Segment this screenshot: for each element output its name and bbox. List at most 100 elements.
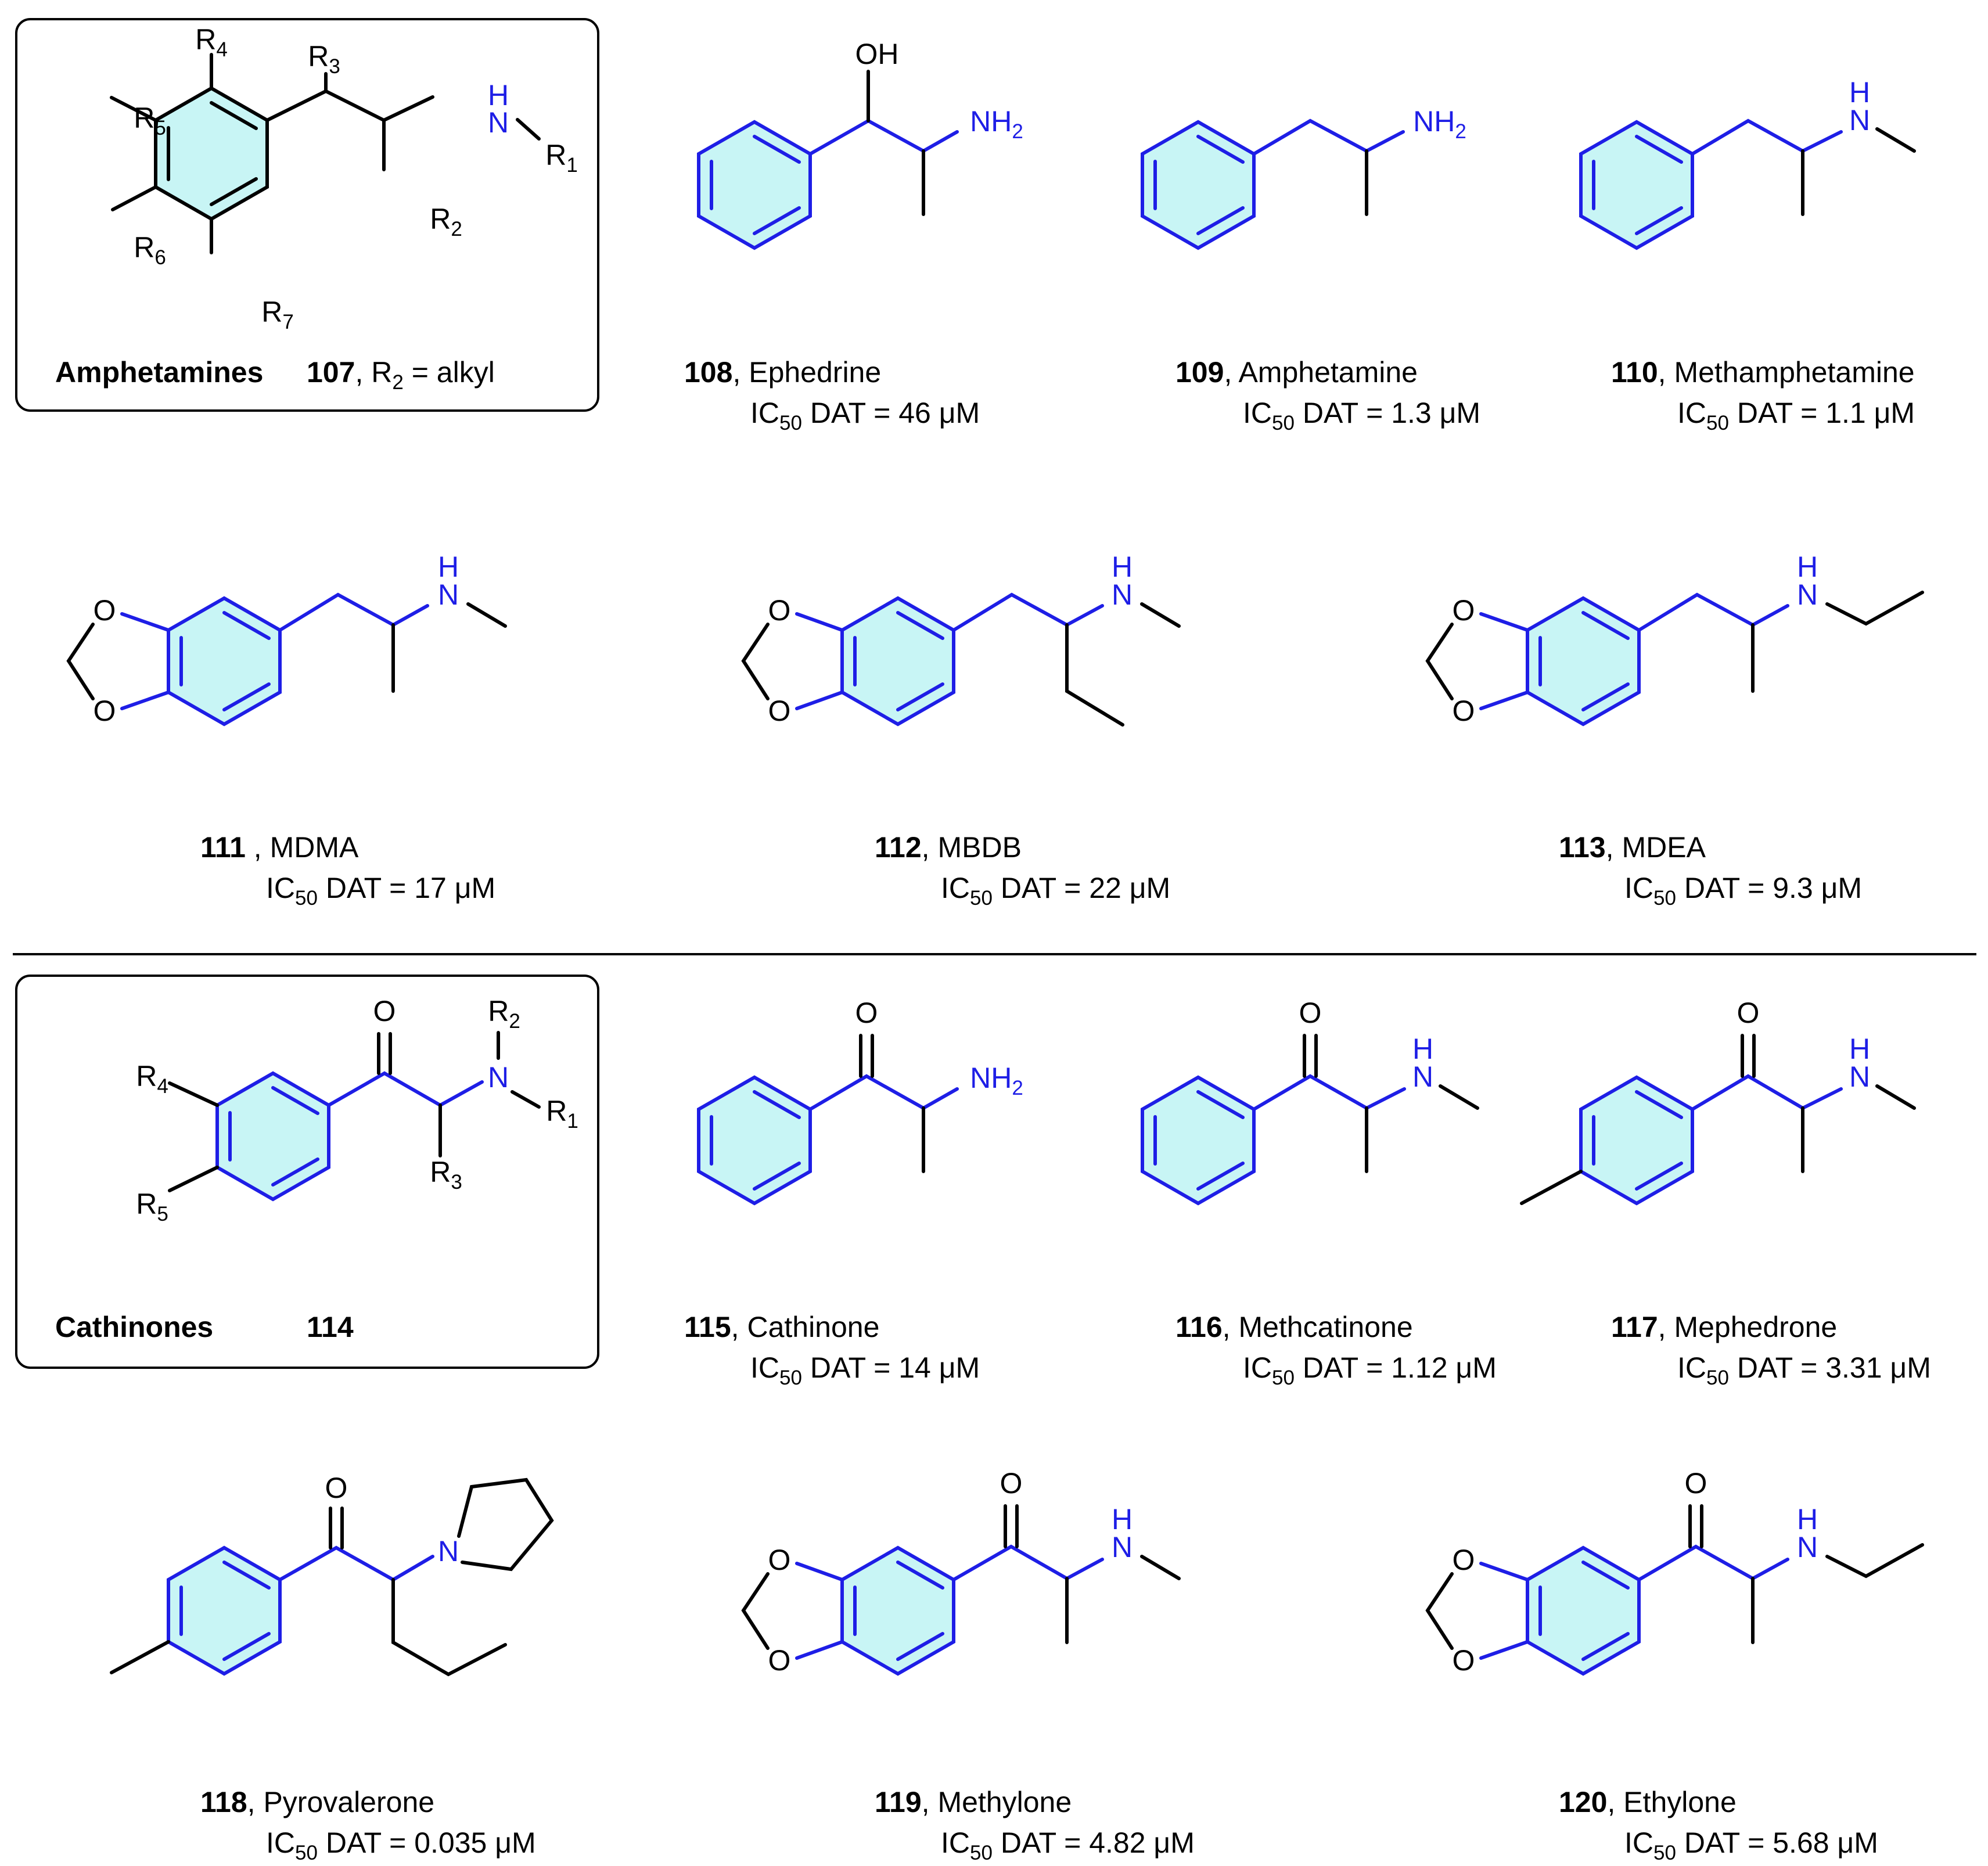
svg-text:R4: R4 <box>136 1060 168 1098</box>
svg-text:O: O <box>768 695 791 727</box>
amphetamines-frame <box>15 18 599 412</box>
svg-text:120, Ethylone: 120, Ethylone <box>1559 1786 1737 1818</box>
svg-text:O: O <box>1453 1544 1475 1576</box>
caption-115: 115, Cathinone IC50 DAT = 14 μM <box>684 1311 980 1389</box>
caption-107: Amphetamines 107, R2 = alkyl <box>55 356 495 394</box>
svg-text:N: N <box>1112 1531 1133 1563</box>
svg-text:109, Amphetamine: 109, Amphetamine <box>1175 356 1418 389</box>
svg-text:IC50 DAT = 3.31 μM: IC50 DAT = 3.31 μM <box>1677 1351 1931 1389</box>
svg-text:IC50 DAT = 1.1 μM: IC50 DAT = 1.1 μM <box>1677 397 1915 434</box>
caption-119: 119, Methylone IC50 DAT = 4.82 μM <box>875 1786 1195 1864</box>
structure-117: O H N <box>1520 997 1916 1206</box>
caption-116: 116, Methcatinone IC50 DAT = 1.12 μM <box>1175 1311 1497 1389</box>
svg-text:R1: R1 <box>545 139 578 177</box>
svg-text:O: O <box>1000 1467 1023 1500</box>
svg-text:O: O <box>1453 594 1475 627</box>
svg-text:108, Ephedrine: 108, Ephedrine <box>684 356 881 389</box>
svg-text:NH2: NH2 <box>1413 105 1466 143</box>
caption-108: 108, Ephedrine IC50 DAT = 46 μM <box>684 356 980 434</box>
structure-120: O O O H N <box>1425 1467 1924 1677</box>
svg-text:O: O <box>325 1472 348 1504</box>
caption-114: Cathinones 114 <box>55 1311 354 1343</box>
svg-text:N: N <box>1849 104 1870 136</box>
svg-text:IC50 DAT = 14 μM: IC50 DAT = 14 μM <box>750 1351 980 1389</box>
svg-text:O: O <box>768 1544 791 1576</box>
svg-text:NH2: NH2 <box>970 105 1023 143</box>
caption-111: 111 , MDMA IC50 DAT = 17 μM <box>200 831 495 909</box>
svg-text:H: H <box>1849 1033 1870 1065</box>
svg-text:O: O <box>1453 695 1475 727</box>
svg-text:R3: R3 <box>308 40 340 78</box>
svg-text:111 , MDMA: 111 , MDMA <box>200 831 359 864</box>
structure-116: O H N <box>1141 997 1479 1206</box>
svg-text:N: N <box>1797 1531 1818 1563</box>
structure-112: O O H N <box>741 551 1181 727</box>
svg-text:IC50 DAT = 22 μM: IC50 DAT = 22 μM <box>941 872 1170 909</box>
svg-text:O: O <box>1299 997 1322 1029</box>
caption-109: 109, Amphetamine IC50 DAT = 1.3 μM <box>1175 356 1480 434</box>
cathinones-frame <box>15 975 599 1369</box>
svg-text:O: O <box>1685 1467 1707 1500</box>
svg-text:IC50 DAT = 0.035 μM: IC50 DAT = 0.035 μM <box>266 1827 536 1864</box>
svg-text:112, MBDB: 112, MBDB <box>875 831 1022 864</box>
svg-text:NH2: NH2 <box>970 1062 1023 1099</box>
svg-text:117, Mephedrone: 117, Mephedrone <box>1611 1311 1837 1343</box>
caption-112: 112, MBDB IC50 DAT = 22 μM <box>875 831 1170 909</box>
svg-text:O: O <box>1453 1644 1475 1677</box>
svg-text:R2: R2 <box>430 203 462 240</box>
svg-text:R4: R4 <box>195 23 228 61</box>
svg-text:N: N <box>488 1061 509 1094</box>
svg-text:N: N <box>1849 1060 1870 1093</box>
caption-120: 120, Ethylone IC50 DAT = 5.68 μM <box>1559 1786 1878 1864</box>
svg-text:O: O <box>94 594 116 627</box>
svg-text:R5: R5 <box>136 1188 168 1225</box>
svg-text:O: O <box>768 1644 791 1677</box>
structure-118: O N <box>110 1472 554 1677</box>
svg-text:H: H <box>438 551 459 583</box>
svg-text:R5: R5 <box>134 102 166 139</box>
caption-118: 118, Pyrovalerone IC50 DAT = 0.035 μM <box>200 1786 536 1864</box>
svg-text:IC50 DAT = 1.12 μM: IC50 DAT = 1.12 μM <box>1243 1351 1497 1389</box>
svg-text:H: H <box>488 79 509 112</box>
svg-text:H: H <box>1112 1503 1133 1536</box>
svg-text:IC50 DAT = 46 μM: IC50 DAT = 46 μM <box>750 397 980 434</box>
svg-text:R6: R6 <box>134 231 166 269</box>
structure-110: H N <box>1579 76 1916 250</box>
svg-text:H: H <box>1797 1503 1818 1536</box>
svg-text:R3: R3 <box>430 1156 462 1193</box>
svg-text:O: O <box>94 695 116 727</box>
svg-text:116, Methcatinone: 116, Methcatinone <box>1175 1311 1413 1343</box>
svg-text:OH: OH <box>855 38 899 70</box>
svg-text:N: N <box>1797 578 1818 611</box>
svg-text:IC50 DAT = 17 μM: IC50 DAT = 17 μM <box>266 872 495 909</box>
structure-111: O O H N <box>66 551 507 727</box>
svg-text:R7: R7 <box>261 296 294 333</box>
svg-text:N: N <box>1112 578 1133 611</box>
svg-text:IC50 DAT = 1.3 μM: IC50 DAT = 1.3 μM <box>1243 397 1480 434</box>
structure-119: O O O H N <box>741 1467 1181 1677</box>
svg-text:N: N <box>438 578 459 611</box>
svg-text:115, Cathinone: 115, Cathinone <box>684 1311 879 1343</box>
caption-117: 117, Mephedrone IC50 DAT = 3.31 μM <box>1611 1311 1931 1389</box>
svg-text:IC50 DAT = 5.68 μM: IC50 DAT = 5.68 μM <box>1624 1827 1878 1864</box>
svg-text:O: O <box>373 995 396 1027</box>
caption-113: 113, MDEA IC50 DAT = 9.3 μM <box>1559 831 1862 909</box>
svg-text:H: H <box>1112 551 1133 583</box>
structure-115: O NH2 <box>697 997 1023 1206</box>
caption-110: 110, Methamphetamine IC50 DAT = 1.1 μM <box>1611 356 1915 434</box>
structure-107: R4 R3 R5 R6 R7 R2 R1 H N <box>110 23 578 333</box>
svg-text:H: H <box>1412 1033 1433 1065</box>
structure-109: NH2 <box>1141 105 1466 250</box>
svg-text:N: N <box>1412 1060 1433 1093</box>
svg-text:118, Pyrovalerone: 118, Pyrovalerone <box>200 1786 434 1818</box>
svg-text:N: N <box>438 1535 459 1567</box>
svg-text:O: O <box>1737 997 1760 1029</box>
structure-113: O O H N <box>1425 551 1924 727</box>
svg-text:IC50 DAT = 4.82 μM: IC50 DAT = 4.82 μM <box>941 1827 1195 1864</box>
svg-text:O: O <box>855 997 878 1029</box>
svg-text:H: H <box>1797 551 1818 583</box>
structure-114: O R2 R4 R5 R1 R3 N <box>136 995 578 1225</box>
svg-text:N: N <box>488 106 509 139</box>
svg-text:R2: R2 <box>488 995 520 1033</box>
